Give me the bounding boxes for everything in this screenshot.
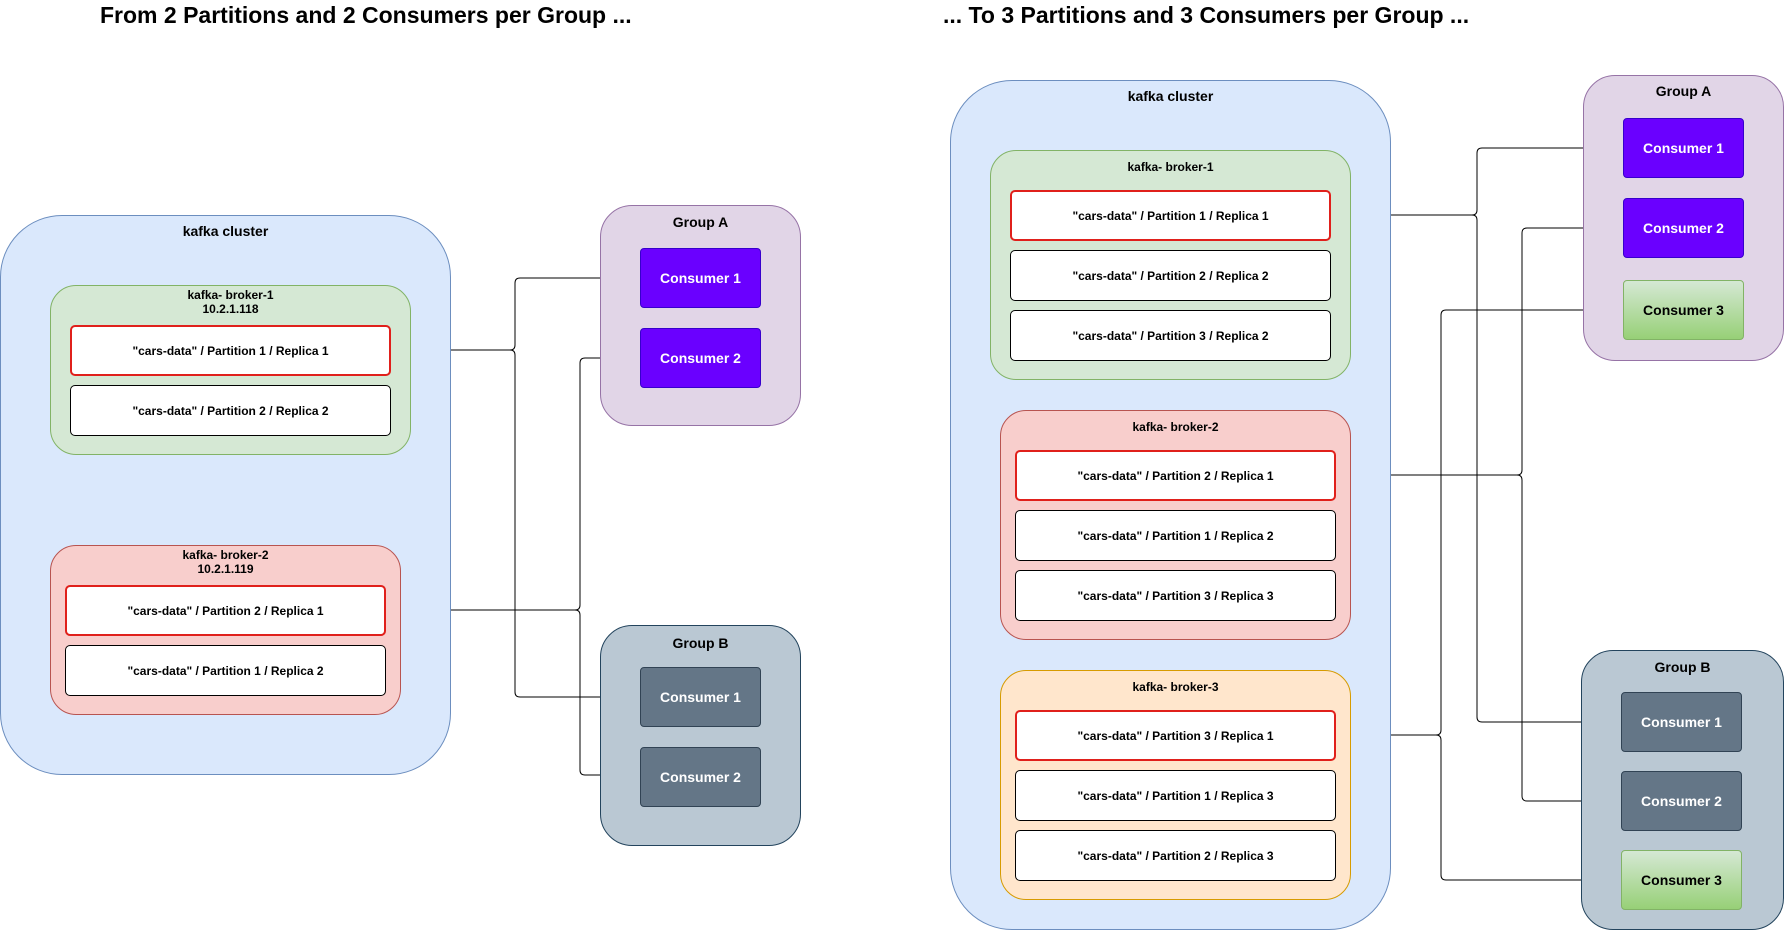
left-group-b-label: Group B: [672, 635, 729, 651]
left-broker-1-partition-2: "cars-data" / Partition 2 / Replica 2: [70, 385, 391, 436]
connector-right-b3-to-p3: [1337, 731, 1621, 881]
right-broker-1-partition-1: "cars-data" / Partition 1 / Replica 1: [1010, 190, 1331, 241]
connector-left-b1-to-p1: [392, 346, 640, 698]
left-broker-1-partition-1: "cars-data" / Partition 1 / Replica 1: [70, 325, 391, 376]
left-broker-2-partition-2: "cars-data" / Partition 1 / Replica 2: [65, 645, 386, 696]
right-broker-1-name: kafka- broker-1: [1127, 160, 1214, 174]
left-group-b-consumer-1: Consumer 1: [640, 667, 761, 727]
right-broker-1-partition-2: "cars-data" / Partition 2 / Replica 2: [1010, 250, 1331, 301]
connector-right-a2-to-p2: [1337, 227, 1623, 479]
right-broker-2-partition-3: "cars-data" / Partition 3 / Replica 3: [1015, 570, 1336, 621]
left-group-a-label: Group A: [672, 214, 729, 230]
left-broker-2-name: kafka- broker-2: [182, 548, 269, 562]
right-broker-1-partition-3: "cars-data" / Partition 3 / Replica 2: [1010, 310, 1331, 361]
right-broker-2-partition-1: "cars-data" / Partition 2 / Replica 1: [1015, 450, 1336, 501]
right-broker-2-partition-2: "cars-data" / Partition 1 / Replica 2: [1015, 510, 1336, 561]
left-title: From 2 Partitions and 2 Consumers per Gr…: [100, 2, 632, 28]
left-cluster-label: kafka cluster: [182, 223, 269, 239]
right-broker-2-name: kafka- broker-2: [1132, 420, 1219, 434]
left-group-b-consumer-2: Consumer 2: [640, 747, 761, 807]
connector-right-b2-to-p2: [1337, 471, 1621, 802]
left-group-a-consumer-1: Consumer 1: [640, 248, 761, 308]
right-broker-3-partition-1: "cars-data" / Partition 3 / Replica 1: [1015, 710, 1336, 761]
right-group-b-consumer-2: Consumer 2: [1621, 771, 1742, 831]
right-broker-3-partition-3: "cars-data" / Partition 2 / Replica 3: [1015, 830, 1336, 881]
right-group-a-consumer-1: Consumer 1: [1623, 118, 1744, 178]
connector-right-a3-to-p3: [1337, 309, 1623, 739]
left-group-b: Group B: [600, 625, 801, 846]
left-group-a: Group A: [600, 205, 801, 426]
right-group-a-label: Group A: [1655, 83, 1712, 99]
connector-right-a1-to-p1: [1332, 147, 1623, 219]
right-title: ... To 3 Partitions and 3 Consumers per …: [943, 2, 1470, 28]
connector-right-b1-to-p1: [1332, 211, 1621, 723]
right-group-a-consumer-3: Consumer 3: [1623, 280, 1744, 340]
left-broker-1-ip: 10.2.1.118: [202, 302, 259, 316]
left-group-a-consumer-2: Consumer 2: [640, 328, 761, 388]
left-broker-1-name: kafka- broker-1: [187, 288, 274, 302]
right-cluster-label: kafka cluster: [1127, 88, 1214, 104]
connector-left-b2-to-p2: [387, 606, 640, 776]
connector-left-a2-to-p2: [387, 357, 640, 614]
right-group-b-consumer-1: Consumer 1: [1621, 692, 1742, 752]
right-group-b-label: Group B: [1654, 659, 1711, 675]
right-group-b-consumer-3: Consumer 3: [1621, 850, 1742, 910]
right-broker-3-partition-2: "cars-data" / Partition 1 / Replica 3: [1015, 770, 1336, 821]
left-broker-2-ip: 10.2.1.119: [197, 562, 254, 576]
right-group-a-consumer-2: Consumer 2: [1623, 198, 1744, 258]
left-broker-2-partition-1: "cars-data" / Partition 2 / Replica 1: [65, 585, 386, 636]
right-broker-3-name: kafka- broker-3: [1132, 680, 1219, 694]
connector-left-a1-to-p1: [392, 277, 640, 354]
